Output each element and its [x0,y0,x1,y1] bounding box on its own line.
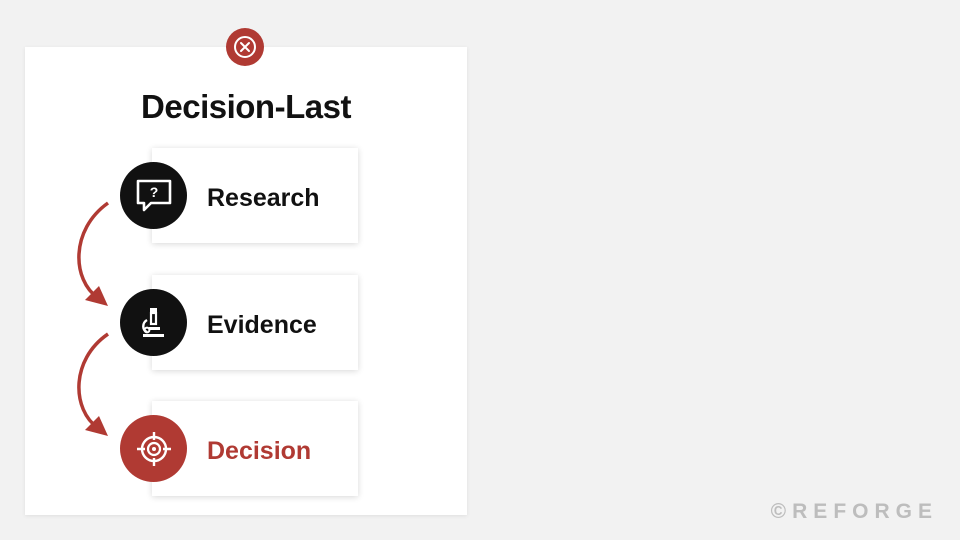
microscope-icon [141,307,164,337]
arrow-head-1 [85,286,108,306]
svg-text:?: ? [149,184,158,200]
target-icon [136,431,171,466]
step-evidence-label: Evidence [207,311,317,339]
step-decision-icon [120,415,187,482]
step-research-label: Research [207,184,320,212]
arrow-evidence-to-decision [77,332,109,430]
question-bubble-icon: ? [136,179,171,211]
step-evidence-icon [120,289,187,356]
arrow-head-2 [85,416,108,436]
step-research-icon: ? [120,162,187,229]
close-icon [234,36,256,58]
step-decision-label: Decision [207,437,312,465]
diagram-title: Decision-Last [141,88,351,125]
brand-watermark: ©REFORGE [770,500,938,523]
arrow-research-to-evidence [77,201,110,300]
close-button[interactable] [226,28,264,66]
